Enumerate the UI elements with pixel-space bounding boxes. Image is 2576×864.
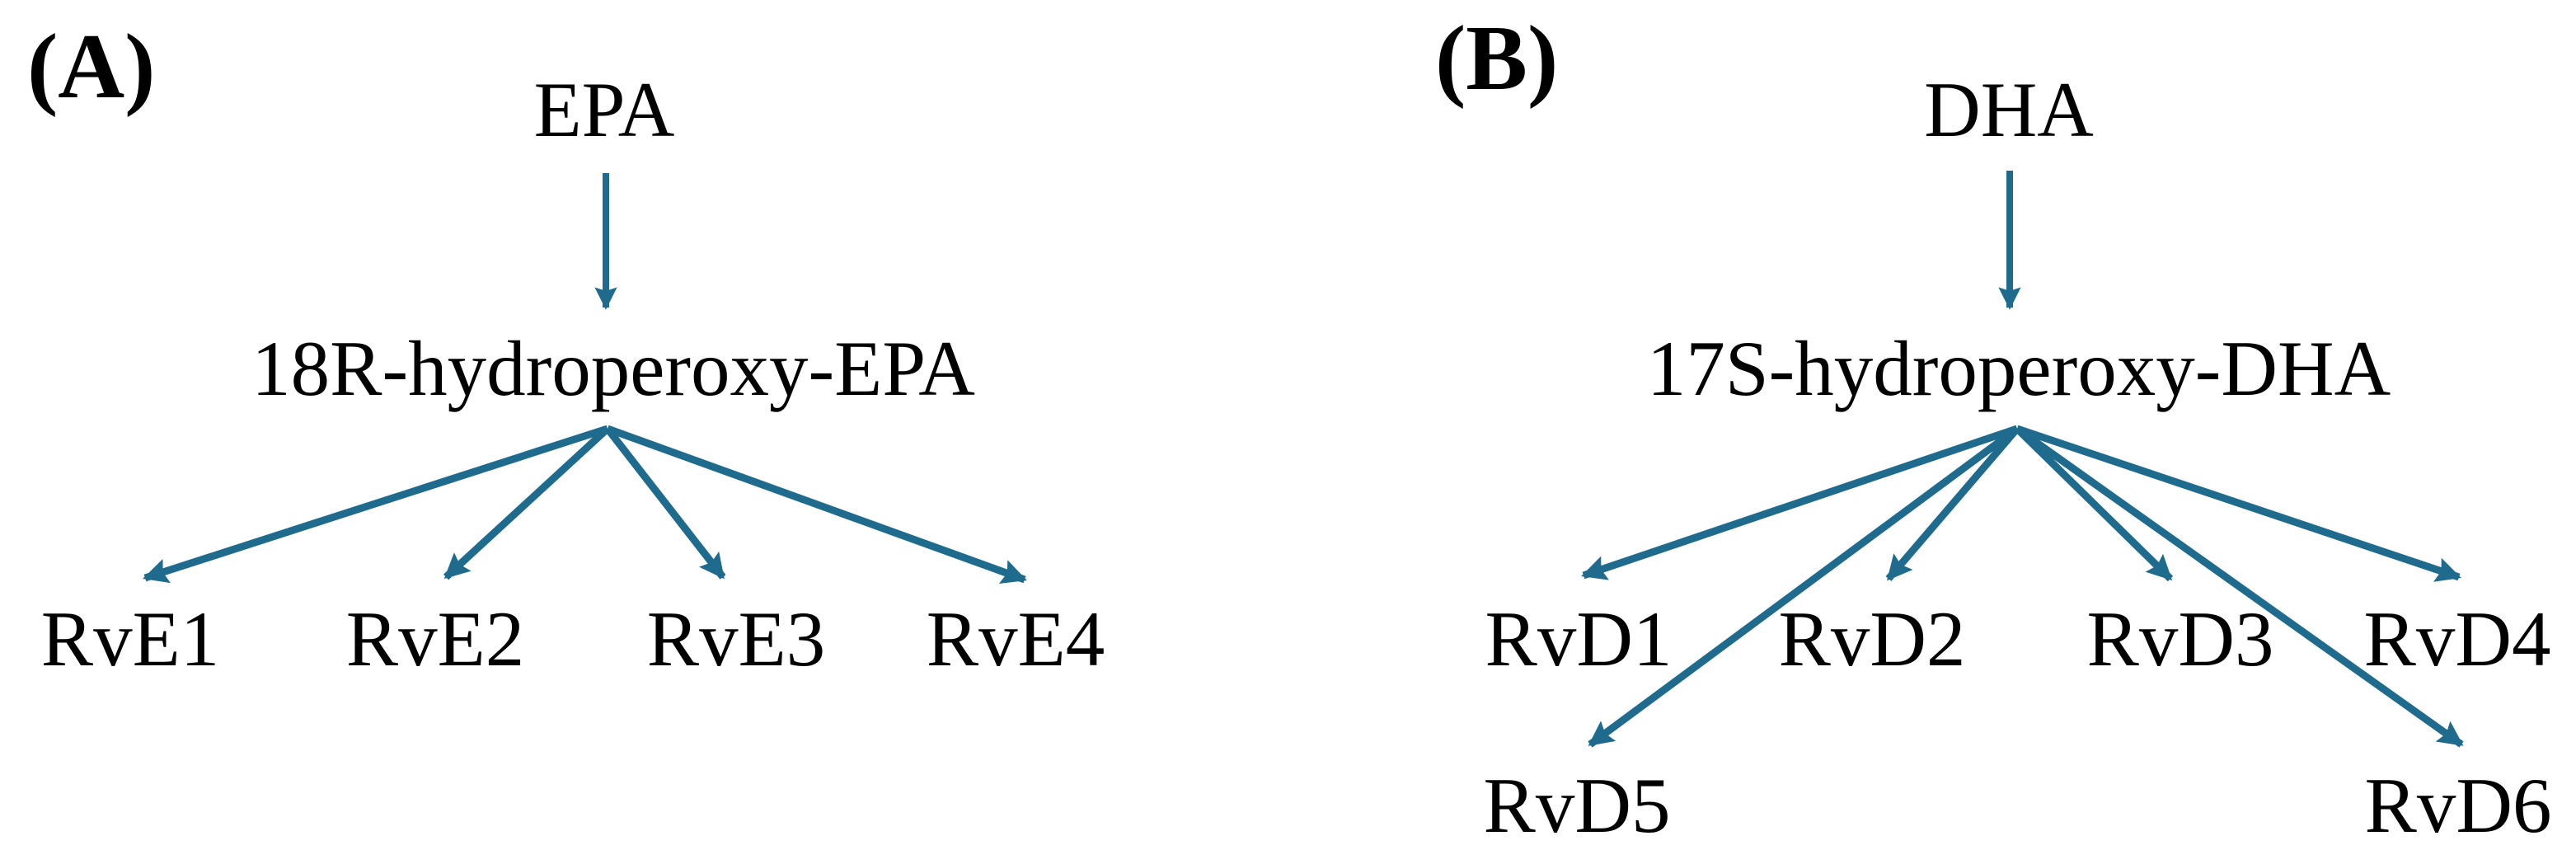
- arrow-17s-hydroperoxy-dha-to-rvd6: [2015, 425, 2464, 748]
- node-rvd1: RvD1: [1485, 595, 1673, 683]
- arrow-18r-hydroperoxy-epa-to-rve3: [604, 426, 726, 580]
- arrow-17s-hydroperoxy-dha-to-rvd3: [2014, 425, 2174, 582]
- node-rve2: RvE2: [345, 595, 525, 683]
- node-rvd5: RvD5: [1483, 762, 1671, 849]
- panel-a-label: (A): [27, 16, 156, 118]
- node-rvd4: RvD4: [2363, 595, 2551, 683]
- node-rvd2: RvD2: [1778, 595, 1966, 683]
- arrow-18r-hydroperoxy-epa-to-rve4: [606, 425, 1027, 585]
- panel-b-label: (B): [1435, 7, 1559, 110]
- arrow-18r-hydroperoxy-epa-to-rve2: [443, 425, 611, 580]
- node-rve4: RvE4: [926, 595, 1105, 683]
- node-epa: EPA: [533, 66, 675, 153]
- arrow-18r-hydroperoxy-epa-to-rve1: [143, 425, 609, 584]
- arrow-17s-hydroperoxy-dha-to-rvd4: [2015, 425, 2461, 582]
- arrow-17s-hydroperoxy-dha-to-rvd2: [1885, 426, 2020, 581]
- node-17s-hydroperoxy-dha: 17S-hydroperoxy-DHA: [1646, 325, 2391, 412]
- node-18r-hydroperoxy-epa: 18R-hydroperoxy-EPA: [251, 325, 975, 412]
- arrow-17s-hydroperoxy-dha-to-rvd1: [1581, 425, 2019, 580]
- node-rve3: RvE3: [646, 595, 826, 683]
- node-dha: DHA: [1924, 66, 2094, 153]
- node-rve1: RvE1: [40, 595, 220, 683]
- arrow-17s-hydroperoxy-dha-to-rvd5: [1588, 425, 2020, 748]
- node-rvd6: RvD6: [2364, 762, 2552, 849]
- node-rvd3: RvD3: [2086, 595, 2274, 683]
